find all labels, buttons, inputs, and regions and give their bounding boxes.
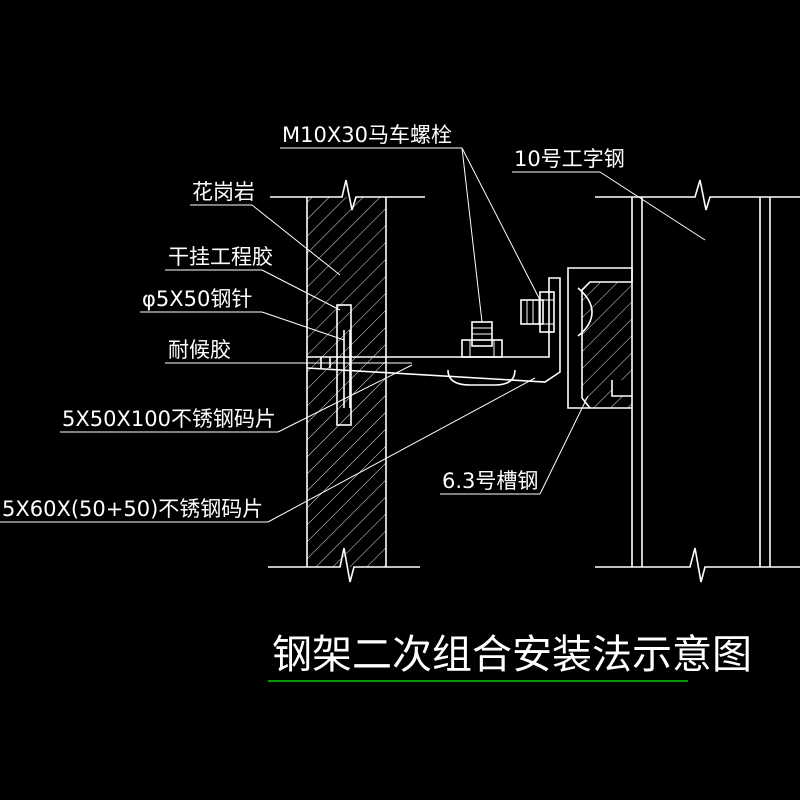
label-channel: 6.3号槽钢 <box>442 469 538 493</box>
vertical-bolt <box>447 321 516 386</box>
channel-steel <box>567 267 633 409</box>
leader-lines <box>0 147 706 523</box>
label-adhesive: 干挂工程胶 <box>168 245 273 269</box>
granite-slab <box>268 179 425 583</box>
label-plate-small: 5X50X100不锈钢码片 <box>62 407 276 431</box>
steel-pin <box>343 330 351 408</box>
label-plate-large: 5X60X(50+50)不锈钢码片 <box>2 497 263 521</box>
i-beam <box>595 179 800 583</box>
label-pin: φ5X50钢针 <box>142 287 252 311</box>
label-sealant: 耐候胶 <box>168 338 231 362</box>
label-i-beam: 10号工字钢 <box>514 147 625 171</box>
label-bolt: M10X30马车螺栓 <box>282 123 452 147</box>
label-granite: 花岗岩 <box>192 180 255 204</box>
diagram-title: 钢架二次组合安装法示意图 <box>272 632 752 678</box>
